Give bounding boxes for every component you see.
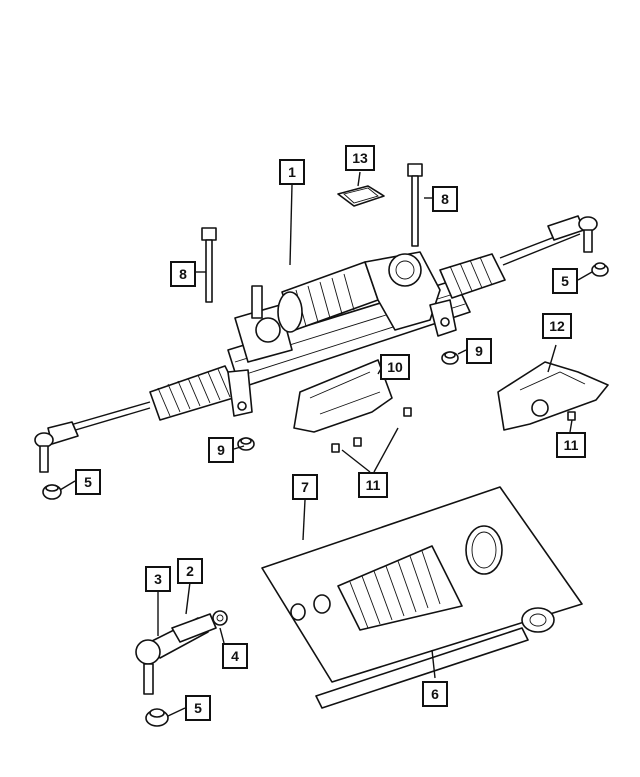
callout-8-right: 8 xyxy=(432,186,458,212)
nut-9-left xyxy=(237,437,255,451)
callout-12: 12 xyxy=(542,313,572,339)
heat-shield-10 xyxy=(293,359,393,433)
gasket-13 xyxy=(337,185,385,207)
callout-5-bottom: 5 xyxy=(185,695,211,721)
inner-tie-rod-6 xyxy=(315,607,555,709)
callout-6: 6 xyxy=(422,681,448,707)
jam-nut-4 xyxy=(212,610,228,626)
callout-11-right: 11 xyxy=(556,432,586,458)
screws-11 xyxy=(331,407,576,453)
steering-rack-assembly xyxy=(34,215,598,473)
callout-10: 10 xyxy=(380,354,410,380)
callout-8-left: 8 xyxy=(170,261,196,287)
boot-kit-7 xyxy=(261,486,583,683)
bolt-8-right xyxy=(407,163,423,247)
callout-1: 1 xyxy=(279,159,305,185)
callout-11-center: 11 xyxy=(358,472,388,498)
callout-9-right: 9 xyxy=(466,338,492,364)
callout-3: 3 xyxy=(145,566,171,592)
bolt-8-left xyxy=(201,227,217,303)
callout-2: 2 xyxy=(177,558,203,584)
callout-5-left: 5 xyxy=(75,469,101,495)
callout-5-right: 5 xyxy=(552,268,578,294)
nut-5-left xyxy=(42,484,62,500)
adjuster-sleeve-2 xyxy=(171,613,217,643)
nut-5-bottom xyxy=(145,708,169,727)
bracket-12 xyxy=(497,361,609,431)
callout-9-left: 9 xyxy=(208,437,234,463)
callout-7: 7 xyxy=(292,474,318,500)
nut-9-right xyxy=(441,351,459,365)
callout-13: 13 xyxy=(345,145,375,171)
callout-4: 4 xyxy=(222,643,248,669)
nut-5-right xyxy=(591,262,609,277)
